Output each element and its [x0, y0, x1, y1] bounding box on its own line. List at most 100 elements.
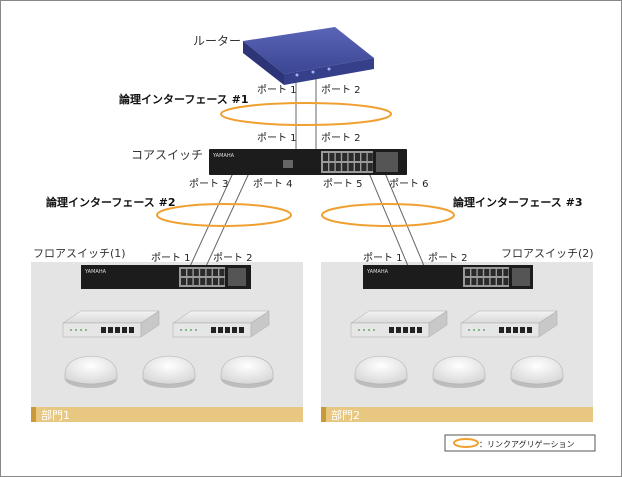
hub-port [417, 327, 422, 333]
hub-port [101, 327, 106, 333]
port [219, 278, 225, 285]
access-point [510, 355, 564, 388]
access-switches [62, 310, 558, 338]
port [361, 153, 367, 161]
port [355, 153, 360, 161]
dept-1-label: 部門1 [41, 408, 70, 422]
core-switch-label: コアスイッチ [131, 148, 203, 162]
floor2-port-1-label: ポート 1 [363, 252, 403, 264]
port [355, 163, 360, 171]
access-switch [460, 310, 558, 338]
lag-if2-label: 論理インターフェース #2 [46, 195, 176, 209]
hub-led [80, 329, 82, 331]
core-port-5-label: ポート 5 [323, 178, 363, 190]
hub-port [108, 327, 113, 333]
hub-led [468, 329, 470, 331]
core-port-3-label: ポート 3 [189, 178, 229, 190]
hub-port [410, 327, 415, 333]
dept-2-label: 部門2 [331, 408, 360, 422]
hub-port [211, 327, 216, 333]
hub-port [115, 327, 120, 333]
port [465, 278, 470, 285]
hub-led [358, 329, 360, 331]
port [477, 269, 483, 276]
cable-core-floor2-a [368, 172, 412, 274]
port [477, 278, 483, 285]
core-port-6-label: ポート 6 [389, 178, 429, 190]
port [200, 278, 206, 285]
floor2-port-grid [465, 269, 509, 285]
core-switch-device: YAMAHA [209, 149, 407, 175]
core-brand-text: YAMAHA [212, 153, 235, 159]
hub-led [85, 329, 87, 331]
port [484, 269, 490, 276]
port [323, 163, 328, 171]
lag-ring-2 [156, 203, 292, 227]
port [503, 269, 509, 276]
hub-port [389, 327, 394, 333]
access-point [142, 355, 196, 388]
port [361, 163, 367, 171]
lag-ring-1 [220, 102, 392, 126]
cable-core-floor2-b [384, 172, 428, 274]
hub-port [129, 327, 134, 333]
hub-port [122, 327, 127, 333]
port [503, 278, 509, 285]
legend-ring-icon [453, 438, 479, 448]
access-point [354, 355, 408, 388]
port [342, 163, 348, 171]
hub-led [190, 329, 192, 331]
hub-led [368, 329, 370, 331]
port [471, 269, 477, 276]
access-point [64, 355, 118, 388]
lag-ring-3 [321, 203, 455, 227]
core-port-1-label: ポート 1 [257, 132, 297, 144]
legend-box [444, 434, 596, 452]
floor-switch-2-device: YAMAHA [363, 265, 533, 289]
hub-led [185, 329, 187, 331]
port [193, 269, 199, 276]
hub-port [520, 327, 525, 333]
legend-text: ：リンクアグリゲーション [479, 439, 574, 449]
hub-port [218, 327, 223, 333]
hub-led [373, 329, 375, 331]
hub-port [527, 327, 532, 333]
hub-led [75, 329, 77, 331]
core-port-2-label: ポート 2 [321, 132, 361, 144]
core-port-4-label: ポート 4 [253, 178, 293, 190]
floor2-brand-text: YAMAHA [366, 269, 389, 275]
floor2-port-2-label: ポート 2 [428, 252, 468, 264]
hub-port [403, 327, 408, 333]
port [187, 278, 193, 285]
access-switch [62, 310, 160, 338]
hub-led [70, 329, 72, 331]
hub-led [483, 329, 485, 331]
port [497, 278, 502, 285]
access-switch [172, 310, 270, 338]
access-switch [350, 310, 448, 338]
hub-led [363, 329, 365, 331]
port [335, 153, 341, 161]
access-point [220, 355, 274, 388]
floor1-port-grid [181, 269, 225, 285]
port [206, 269, 212, 276]
port [367, 163, 373, 171]
core-port-grid [323, 153, 373, 171]
port [335, 163, 341, 171]
dept-1-bar [31, 407, 303, 422]
floor-switch-1-device: YAMAHA [81, 265, 251, 289]
hub-port [225, 327, 230, 333]
port [471, 278, 477, 285]
floor1-port-1-label: ポート 1 [151, 252, 191, 264]
hub-led [180, 329, 182, 331]
port [323, 153, 328, 161]
access-points [64, 355, 564, 388]
port [490, 278, 496, 285]
port [181, 278, 186, 285]
cable-core-floor1-b [202, 172, 250, 274]
hub-port [396, 327, 401, 333]
hub-port [506, 327, 511, 333]
floor-switch-1-label: フロアスイッチ(1) [33, 247, 126, 260]
hub-port [232, 327, 237, 333]
